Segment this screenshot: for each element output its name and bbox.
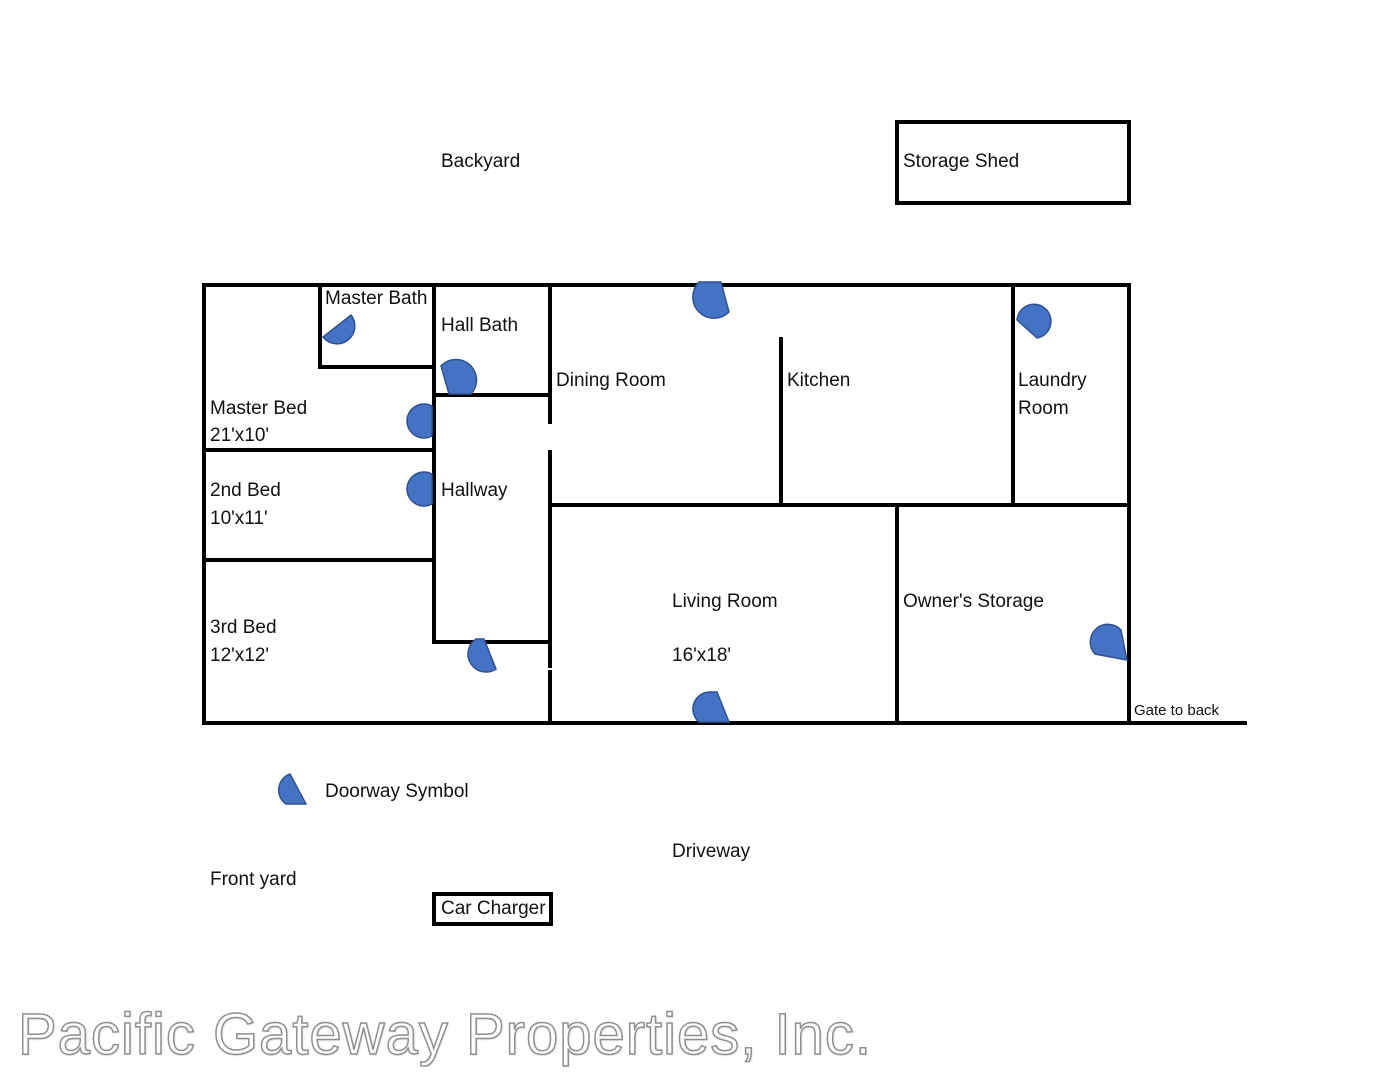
doorway-icon-hall-bath: [437, 358, 478, 398]
exterior-wall-top: [202, 283, 1131, 287]
watermark: Pacific Gateway Properties, Inc.: [17, 1001, 872, 1068]
doorway-icon-third-bed: [462, 637, 498, 673]
dining-kitchen-wall-bottom: [548, 503, 1131, 507]
doorway-icon-laundry: [1015, 303, 1052, 342]
doorway-icon-legend: [272, 772, 308, 808]
hallway-wall-bottom: [432, 640, 551, 644]
owners-storage-wall-left: [895, 503, 899, 725]
doorway-icon-owners-storage: [1089, 623, 1128, 664]
label-hall-bath: Hall Bath: [441, 315, 519, 336]
label-storage-shed: Storage Shed: [903, 151, 1020, 172]
doorway-icon-second-bed: [398, 471, 434, 508]
master-bath-wall-bottom: [318, 365, 436, 369]
exterior-wall-left: [202, 283, 206, 725]
label-living-room: Living Room: [672, 591, 778, 612]
label-master-bed-size: 21'x10': [210, 425, 270, 446]
label-backyard: Backyard: [441, 151, 521, 172]
doorway-icon-dining-top: [692, 280, 731, 319]
label-laundry-line2: Room: [1018, 398, 1069, 419]
second-bed-wall-bottom: [202, 558, 436, 562]
label-gate-to-back: Gate to back: [1134, 702, 1220, 719]
label-driveway: Driveway: [672, 841, 751, 862]
label-kitchen: Kitchen: [787, 370, 851, 391]
label-hallway: Hallway: [441, 480, 508, 501]
laundry-wall-left: [1011, 283, 1015, 507]
hallway-wall-right-middle: [548, 450, 552, 668]
label-dining-room: Dining Room: [556, 370, 666, 391]
label-car-charger: Car Charger: [441, 898, 546, 919]
label-living-room-size: 16'x18': [672, 645, 732, 666]
doorway-icon-master-bath: [321, 313, 357, 349]
car-charger-box: [432, 892, 553, 926]
label-front-yard: Front yard: [210, 869, 297, 890]
label-owners-storage: Owner's Storage: [903, 591, 1044, 612]
label-doorway-symbol: Doorway Symbol: [325, 781, 469, 802]
hallway-wall-left: [432, 283, 436, 644]
hallway-wall-right-upper: [548, 283, 552, 424]
master-bath-wall-left: [318, 283, 322, 369]
label-third-bed-size: 12'x12': [210, 645, 270, 666]
storage-shed-box: [895, 120, 1131, 205]
doorway-icon-living-room: [692, 690, 731, 726]
hallway-wall-right-lower: [548, 670, 552, 725]
label-second-bed: 2nd Bed: [210, 480, 281, 501]
master-bed-wall-bottom: [202, 448, 436, 452]
label-third-bed: 3rd Bed: [210, 617, 277, 638]
exterior-wall-bottom: [202, 721, 1247, 725]
label-master-bath: Master Bath: [325, 288, 428, 309]
label-laundry-line1: Laundry: [1018, 370, 1087, 391]
label-second-bed-size: 10'x11': [210, 508, 268, 529]
kitchen-dining-divider: [779, 337, 783, 507]
hall-bath-wall-bottom: [432, 393, 551, 397]
label-master-bed: Master Bed: [210, 398, 308, 419]
doorway-icon-master-bed: [398, 403, 434, 440]
